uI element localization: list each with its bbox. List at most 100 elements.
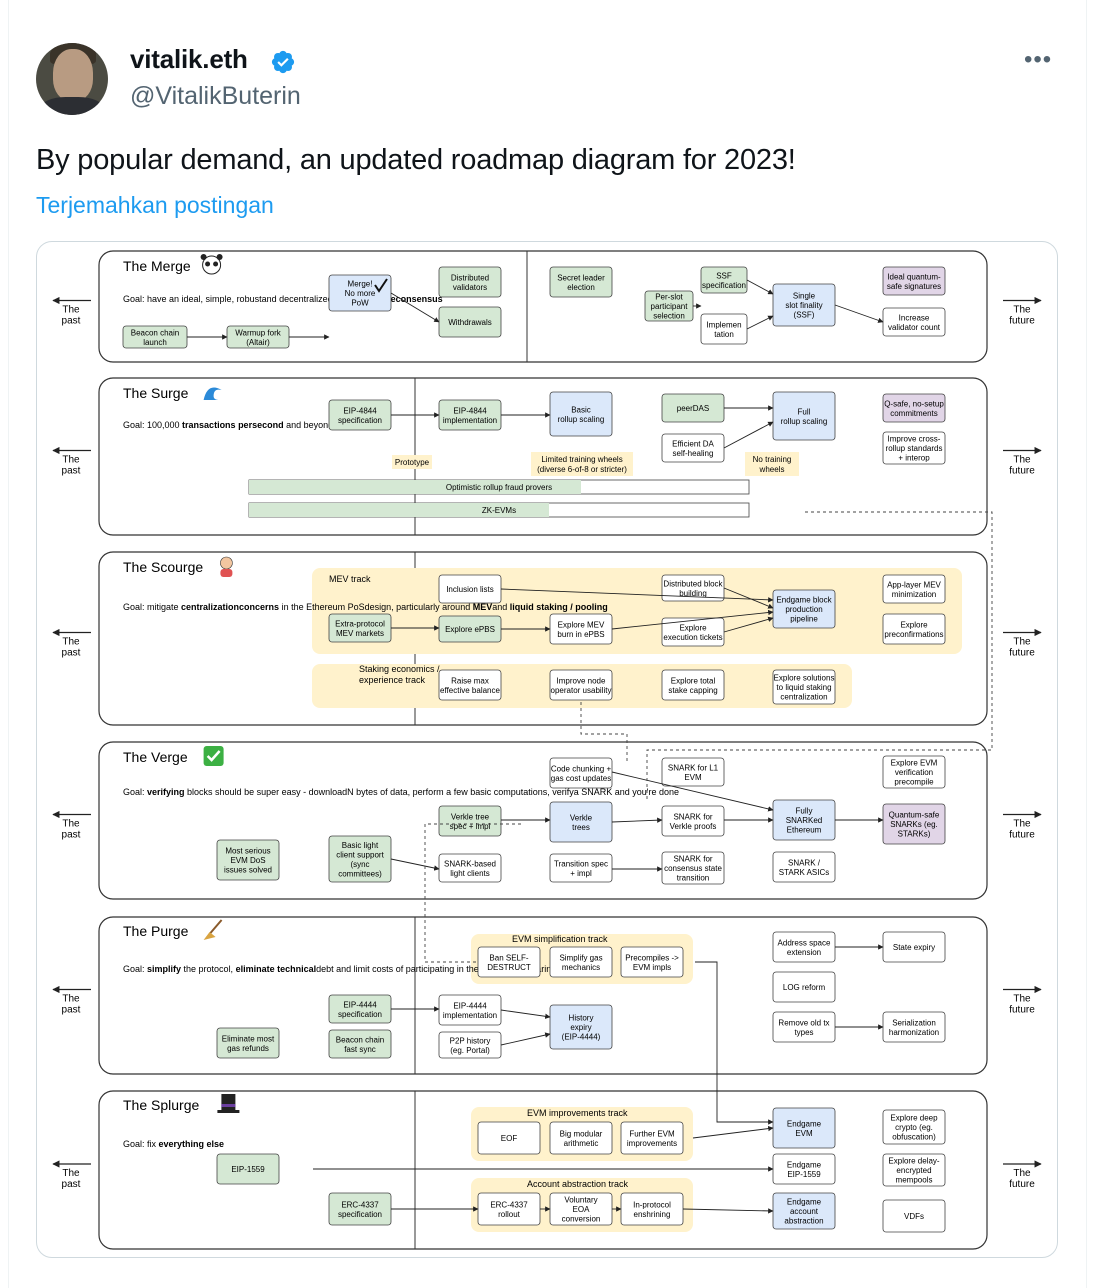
- svg-text:wheels: wheels: [759, 465, 785, 474]
- svg-text:abstraction: abstraction: [784, 1217, 823, 1226]
- svg-text:spec + impl: spec + impl: [450, 822, 491, 831]
- svg-text:EOA: EOA: [573, 1205, 591, 1214]
- connector-arrow: [500, 1009, 551, 1019]
- svg-text:Endgame block: Endgame block: [776, 596, 832, 605]
- future-label-2: The: [1013, 455, 1031, 466]
- svg-text:rollout: rollout: [498, 1210, 521, 1219]
- svg-text:Address space: Address space: [778, 938, 831, 947]
- future-label-5: The: [1013, 994, 1031, 1005]
- svg-text:Eliminate most: Eliminate most: [222, 1034, 275, 1043]
- svg-text:Secret leader: Secret leader: [557, 273, 605, 282]
- svg-text:self-healing: self-healing: [673, 449, 714, 458]
- node-explore-epbs: Explore ePBS: [438, 615, 502, 643]
- svg-text:Explore total: Explore total: [671, 676, 716, 685]
- phase-label: [531, 452, 633, 476]
- svg-text:fast sync: fast sync: [344, 1045, 376, 1054]
- svg-text:encrypted: encrypted: [896, 1166, 931, 1175]
- svg-text:mempools: mempools: [896, 1176, 933, 1185]
- svg-text:SNARK for: SNARK for: [673, 855, 712, 864]
- svg-text:SSF: SSF: [716, 271, 732, 280]
- node-withdrawals: Withdrawals: [438, 306, 502, 338]
- svg-text:Warmup fork: Warmup fork: [235, 328, 281, 337]
- svg-text:(Altair): (Altair): [246, 338, 270, 347]
- dashed-connector: [424, 823, 521, 963]
- svg-text:verification: verification: [895, 768, 933, 777]
- node-improve-cross-rollup-standards-interop: Improve cross-rollup standards+ interop: [882, 431, 946, 465]
- progress-bar-label: Optimistic rollup fraud provers: [446, 483, 552, 492]
- node-ban-self-destruct: Ban SELF-DESTRUCT: [477, 946, 541, 978]
- svg-text:Further EVM: Further EVM: [629, 1129, 675, 1138]
- svg-text:validator count: validator count: [888, 323, 941, 332]
- past-label-6: The: [62, 1168, 80, 1179]
- author-handle[interactable]: @VitalikButerin: [130, 82, 301, 110]
- svg-text:rollup scaling: rollup scaling: [558, 415, 605, 424]
- svg-text:Precompiles ->: Precompiles ->: [625, 953, 679, 962]
- node-state-expiry: State expiry: [882, 931, 946, 963]
- node-eip-1559: EIP-1559: [216, 1153, 280, 1185]
- node-peerdas: peerDAS: [661, 393, 725, 423]
- svg-text:Limited training wheels: Limited training wheels: [541, 455, 622, 464]
- svg-text:No more: No more: [345, 289, 376, 298]
- svg-text:EIP-4444: EIP-4444: [453, 1001, 487, 1010]
- svg-text:(sync: (sync: [350, 860, 369, 869]
- svg-text:implementation: implementation: [443, 1011, 497, 1020]
- translate-post-link[interactable]: Terjemahkan postingan: [36, 192, 274, 218]
- svg-text:Explore MEV: Explore MEV: [558, 620, 605, 629]
- author-name[interactable]: vitalik.eth: [130, 44, 248, 74]
- svg-text:EIP-4844: EIP-4844: [343, 406, 377, 415]
- svg-text:(SSF): (SSF): [794, 311, 815, 320]
- connector-arrow: [746, 315, 774, 330]
- svg-text:specification: specification: [338, 416, 382, 425]
- connector-arrow: [611, 817, 663, 823]
- wave-icon: [203, 387, 222, 400]
- svg-text:arithmetic: arithmetic: [564, 1139, 599, 1148]
- svg-text:light clients: light clients: [450, 869, 490, 878]
- svg-text:specification: specification: [338, 1210, 382, 1219]
- track-label: MEV track: [329, 574, 371, 584]
- svg-text:Endgame: Endgame: [787, 1160, 822, 1169]
- svg-text:tation: tation: [714, 330, 734, 339]
- svg-text:Q-safe, no-setup: Q-safe, no-setup: [884, 399, 944, 408]
- svg-text:commitments: commitments: [890, 409, 938, 418]
- svg-text:Remove old tx: Remove old tx: [778, 1018, 829, 1027]
- svg-text:Explore EVM: Explore EVM: [891, 759, 938, 768]
- section-title: The Purge: [123, 923, 189, 939]
- node-log-reform: LOG reform: [772, 971, 836, 1003]
- top-hat-icon: [217, 1094, 240, 1113]
- track-label: Staking economics /: [359, 664, 440, 674]
- more-options-icon[interactable]: •••: [1024, 46, 1053, 73]
- svg-text:Explore delay-: Explore delay-: [888, 1157, 939, 1166]
- svg-text:minimization: minimization: [892, 590, 936, 599]
- future-label-4: future: [1009, 830, 1035, 841]
- svg-text:effective balance: effective balance: [440, 686, 500, 695]
- svg-text:committees): committees): [338, 869, 382, 878]
- svg-text:Code chunking +: Code chunking +: [551, 764, 612, 773]
- svg-text:SNARKs (eg.: SNARKs (eg.: [890, 820, 938, 829]
- future-label-1: The: [1013, 305, 1031, 316]
- section-goal: Goal: verifying blocks should be super e…: [123, 787, 679, 797]
- svg-text:Endgame: Endgame: [787, 1119, 822, 1128]
- svg-text:+ impl: + impl: [570, 869, 592, 878]
- section-title: The Surge: [123, 385, 189, 401]
- svg-text:conversion: conversion: [562, 1215, 601, 1224]
- connector-arrow: [390, 292, 440, 323]
- svg-text:Merge!: Merge!: [348, 280, 373, 289]
- panda-icon: [200, 254, 223, 275]
- author-avatar[interactable]: [36, 43, 108, 115]
- svg-text:Per-slot: Per-slot: [655, 293, 683, 302]
- svg-text:VDFs: VDFs: [904, 1212, 924, 1221]
- svg-text:pipeline: pipeline: [790, 615, 818, 624]
- connector-arrow: [611, 771, 774, 812]
